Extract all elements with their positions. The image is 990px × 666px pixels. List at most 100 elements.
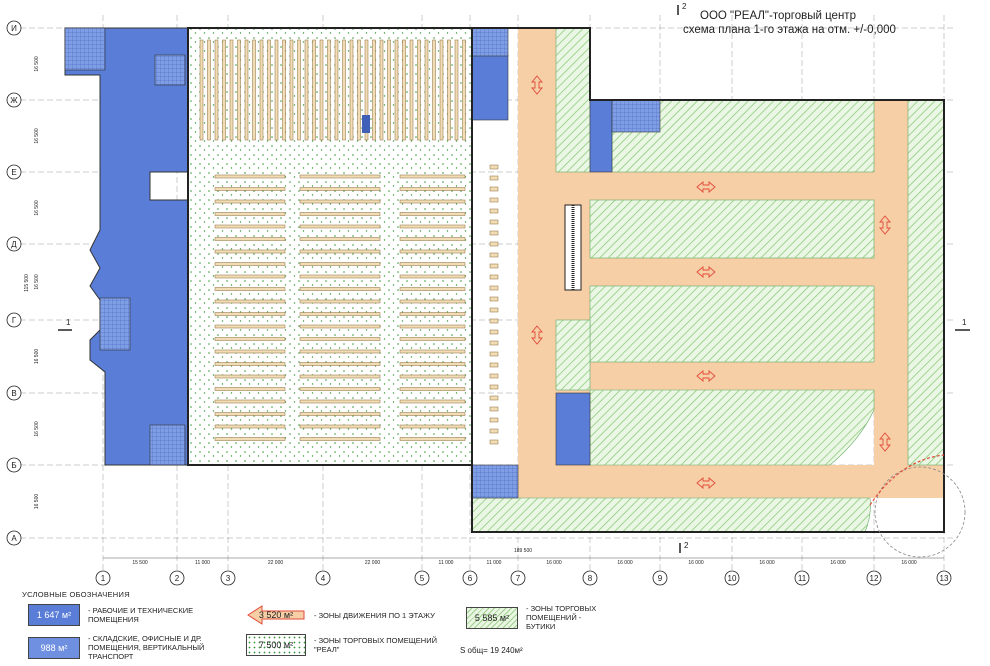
column-axis-bubble [794, 570, 810, 586]
column-dimension: 22 000 [365, 560, 381, 566]
shelf [399, 437, 466, 441]
shelf [402, 39, 406, 141]
shelf [319, 39, 324, 141]
legend-item-circulation: 3 520 м² - ЗОНЫ ДВИЖЕНИЯ ПО 1 ЭТАЖУ [246, 604, 449, 626]
shelf [399, 312, 466, 316]
column-axis-bubble [315, 570, 331, 586]
shelf [299, 237, 381, 241]
shelf [214, 412, 286, 416]
arrow-vertical [879, 432, 891, 452]
shelf [409, 39, 414, 141]
row-axis-label: И [11, 24, 17, 33]
shelf [399, 337, 466, 341]
column-axis-bubble [510, 570, 526, 586]
storage-grid-block [471, 27, 509, 57]
column-axis-bubble [220, 570, 236, 586]
circulation-horizontal-mid2 [590, 362, 874, 390]
checkout [489, 197, 499, 203]
row-dimension: 16 500 [34, 200, 40, 216]
shelf [399, 324, 466, 329]
outer-wall [471, 27, 945, 533]
shelf [299, 212, 381, 216]
technical-grid-block [149, 424, 186, 466]
shelf [299, 424, 381, 429]
section-mark-left: 1 [66, 318, 71, 327]
shelf [299, 249, 381, 254]
shelf [214, 374, 286, 379]
storage-grid-block [471, 464, 519, 499]
column-axis-bubble [462, 570, 478, 586]
total-area: S общ= 19 240м² [460, 646, 523, 655]
shelf [399, 387, 466, 391]
column-total-dimension: 189 500 [514, 548, 532, 554]
section-mark-top: 2 [682, 2, 687, 11]
shelf [299, 299, 381, 304]
shelf [357, 39, 361, 141]
row-axis-label: В [11, 389, 16, 398]
shelf [282, 39, 286, 141]
column-dimension: 15 500 [132, 560, 148, 566]
row-axis-label: Д [11, 240, 17, 249]
shelf [399, 212, 466, 216]
shelf [349, 39, 354, 141]
shelf [399, 412, 466, 416]
shelf [299, 274, 381, 279]
storage-zone [589, 99, 613, 173]
legend: УСЛОВНЫЕ ОБОЗНАЧЕНИЯ 1 647 м² - РАБОЧИЕ … [18, 590, 596, 662]
shelf [214, 324, 286, 329]
shelf [432, 39, 436, 141]
shelf [214, 399, 286, 404]
legend-item-boutiques: 5 585 м² - ЗОНЫ ТОРГОВЫХ ПОМЕЩЕНИЙ - БУТ… [466, 604, 606, 631]
shelf [222, 39, 226, 141]
column-axis-label: 4 [321, 574, 326, 583]
shelf [214, 299, 286, 304]
checkout [489, 351, 499, 357]
row-axis-bubble [6, 457, 22, 473]
row-axis-bubble [6, 92, 22, 108]
atrium-circle [874, 466, 966, 558]
plan-subtitle: схема плана 1-го этажа на отм. +/-0,000 [683, 24, 896, 36]
checkout [489, 428, 499, 434]
column-axis-bubble [582, 570, 598, 586]
circulation-vertical-right [874, 100, 908, 465]
legend-swatch-dots: 7 500 м² [246, 634, 306, 656]
store-shelving [199, 39, 499, 445]
shelf [454, 39, 459, 141]
shelf [214, 424, 286, 429]
row-axis-label: Г [12, 316, 17, 325]
column-dimension: 16 000 [617, 560, 633, 566]
shelf [299, 437, 381, 441]
technical-grid-block [154, 54, 186, 86]
checkout [489, 362, 499, 368]
column-dimension: 16 000 [901, 560, 917, 566]
shelf [399, 287, 466, 291]
shelf [299, 349, 381, 354]
shelf [399, 299, 466, 304]
shelf [299, 187, 381, 191]
shelf [274, 39, 279, 141]
shelf [417, 39, 421, 141]
checkout [489, 329, 499, 335]
shelf [214, 224, 286, 229]
shelf [299, 362, 381, 366]
shelf [289, 39, 294, 141]
column-axis-bubble [866, 570, 882, 586]
shelf [399, 199, 466, 204]
column-dimension: 11 000 [487, 560, 502, 566]
legend-item-storage: 988 м² - СКЛАДСКИЕ, ОФИСНЫЕ И ДР. ПОМЕЩЕ… [28, 634, 223, 661]
column-axis-bubble [936, 570, 952, 586]
checkout [489, 263, 499, 269]
shelf [267, 39, 271, 141]
shelf [399, 224, 466, 229]
shelf [299, 374, 381, 379]
shelf [399, 349, 466, 354]
checkout [489, 186, 499, 192]
row-dimension: 16 500 [34, 494, 40, 510]
shelf [387, 39, 391, 141]
shelf [297, 39, 301, 141]
checkout [489, 219, 499, 225]
checkout [489, 340, 499, 346]
storage-zone [555, 392, 591, 466]
